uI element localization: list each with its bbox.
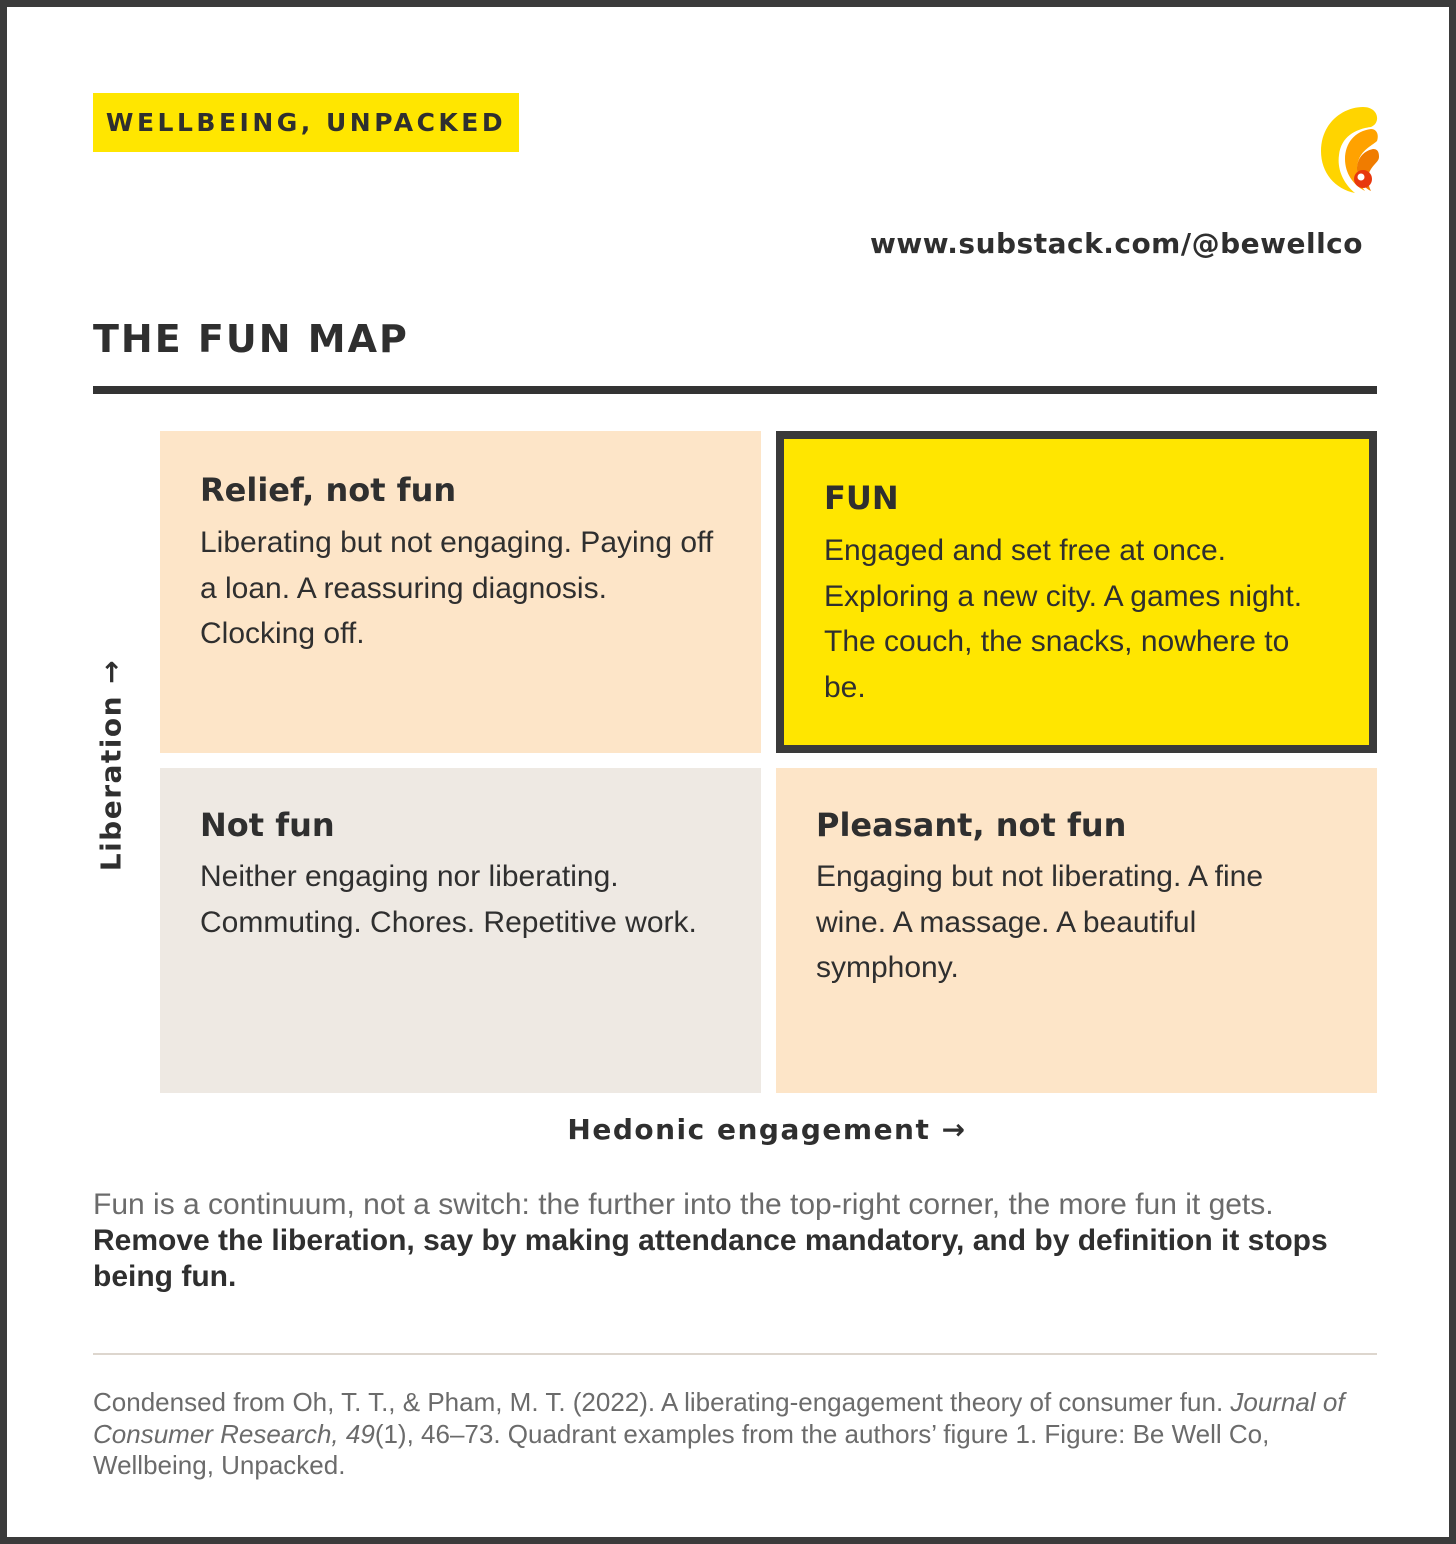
title-rule	[93, 386, 1377, 394]
summary-text: Fun is a continuum, not a switch: the fu…	[93, 1187, 1383, 1295]
newsletter-url: www.substack.com/@bewellco	[869, 227, 1363, 260]
layered-flame-logo-icon	[1321, 107, 1379, 193]
quadrant-relief-not-fun: Relief, not fun Liberating but not engag…	[160, 431, 761, 753]
quadrant-heading: Pleasant, not fun	[816, 806, 1127, 844]
brand-badge: WELLBEING, UNPACKED	[93, 93, 519, 152]
summary-emphasis: Remove the liberation, say by making att…	[93, 1224, 1328, 1293]
summary-lead: Fun is a continuum, not a switch: the fu…	[93, 1188, 1274, 1221]
quadrant-body: Liberating but not engaging. Paying off …	[200, 526, 714, 650]
y-axis-label: Liberation →	[94, 658, 128, 872]
page-title: THE FUN MAP	[93, 317, 409, 361]
citation: Condensed from Oh, T. T., & Pham, M. T. …	[93, 1387, 1373, 1482]
citation-part-2: (1), 46–73. Quadrant examples from the a…	[93, 1418, 1270, 1481]
brand-badge-text: WELLBEING, UNPACKED	[105, 108, 507, 137]
quadrant-body: Engaged and set free at once. Exploring …	[824, 534, 1303, 704]
quadrant-heading: Relief, not fun	[200, 471, 457, 509]
x-axis-label: Hedonic engagement →	[567, 1113, 967, 1146]
quadrant-pleasant-not-fun: Pleasant, not fun Engaging but not liber…	[776, 768, 1377, 1093]
quadrant-heading: Not fun	[200, 806, 335, 844]
citation-journal: Journal of Consumer Research, 49	[93, 1387, 1345, 1449]
footer-rule	[93, 1353, 1377, 1355]
citation-part-1: Condensed from Oh, T. T., & Pham, M. T. …	[93, 1387, 1231, 1417]
quadrant-body: Engaging but not liberating. A fine wine…	[816, 860, 1264, 984]
quadrant-body: Neither engaging nor liberating. Commuti…	[200, 860, 697, 939]
quadrant-not-fun: Not fun Neither engaging nor liberating.…	[160, 768, 761, 1093]
quadrant-heading: FUN	[824, 479, 899, 517]
quadrant-fun: FUN Engaged and set free at once. Explor…	[776, 431, 1377, 753]
